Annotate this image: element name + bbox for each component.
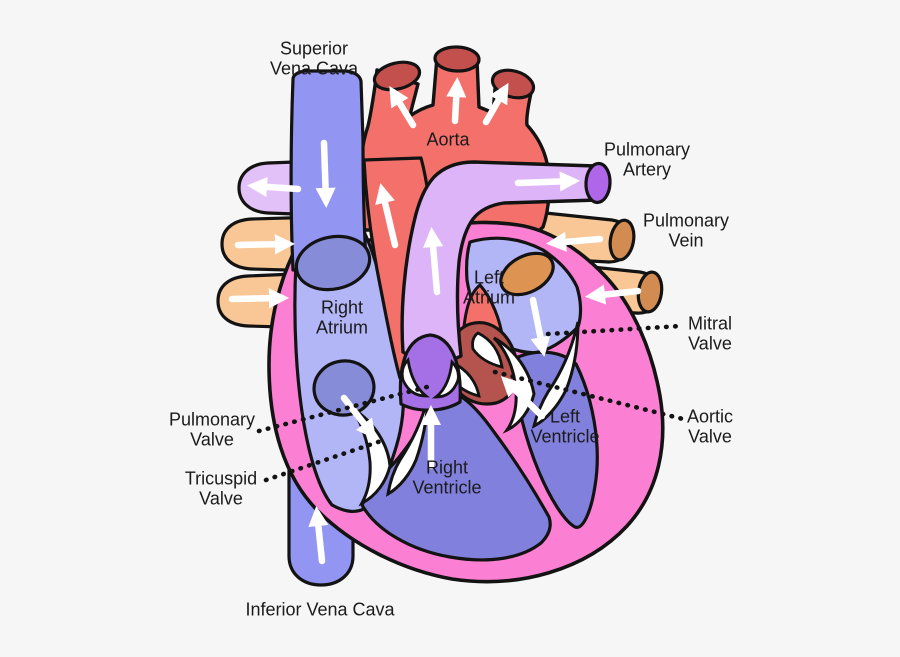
- tricuspid-valve: [350, 397, 430, 507]
- valve-leaflet: [431, 358, 460, 399]
- mitral-valve: [492, 321, 580, 434]
- pulmonary-vein-opening: [499, 251, 555, 297]
- flow-arrow-left-pa: [246, 176, 302, 197]
- flow-arrow-right-pa: [514, 171, 581, 192]
- svc-opening: [294, 234, 372, 292]
- superior-vena-cava-vessel: [289, 69, 368, 272]
- leader-line-pulmonary-valve: [256, 384, 430, 434]
- valve-leaflet: [400, 357, 431, 398]
- flow-arrow-lv-to-aorta: [500, 376, 546, 420]
- flow-arrow-svc: [315, 139, 336, 209]
- aorta-cut-end: [433, 45, 481, 73]
- blood-flow-arrows: [228, 76, 642, 565]
- flow-arrow-aorta-branch-left: [389, 85, 417, 129]
- flow-arrow-left-vein-1: [234, 234, 296, 255]
- flow-arrow-ivc: [308, 505, 329, 565]
- flow-arrow-pulmonary-trunk: [423, 226, 444, 296]
- valve-leaflet: [531, 321, 580, 429]
- leader-lines: [256, 323, 686, 483]
- valve-leaflet: [492, 336, 536, 434]
- pa-cut-end: [584, 161, 612, 205]
- flow-arrow-left-vein-2: [228, 288, 290, 309]
- valve-leaflet: [385, 397, 430, 497]
- valve-leaflet: [471, 331, 504, 369]
- flow-arrow-right-atrium: [340, 394, 377, 440]
- pulmonary-artery-vessel: [400, 160, 612, 364]
- valve-leaflet: [350, 406, 392, 507]
- leader-line-mitral-valve: [545, 323, 684, 337]
- ivc-opening: [312, 359, 376, 417]
- flow-arrow-right-vein-2: [584, 284, 642, 305]
- vein-cut-end: [608, 218, 636, 262]
- leader-line-tricuspid-valve: [263, 438, 384, 483]
- flow-arrow-aorta-branch-mid: [446, 76, 467, 125]
- flow-arrow-ascending-aorta: [375, 183, 399, 249]
- flow-arrow-left-atrium: [529, 296, 551, 357]
- flow-arrow-right-vein-1: [545, 231, 604, 252]
- flow-arrow-aorta-branch-right: [482, 82, 509, 126]
